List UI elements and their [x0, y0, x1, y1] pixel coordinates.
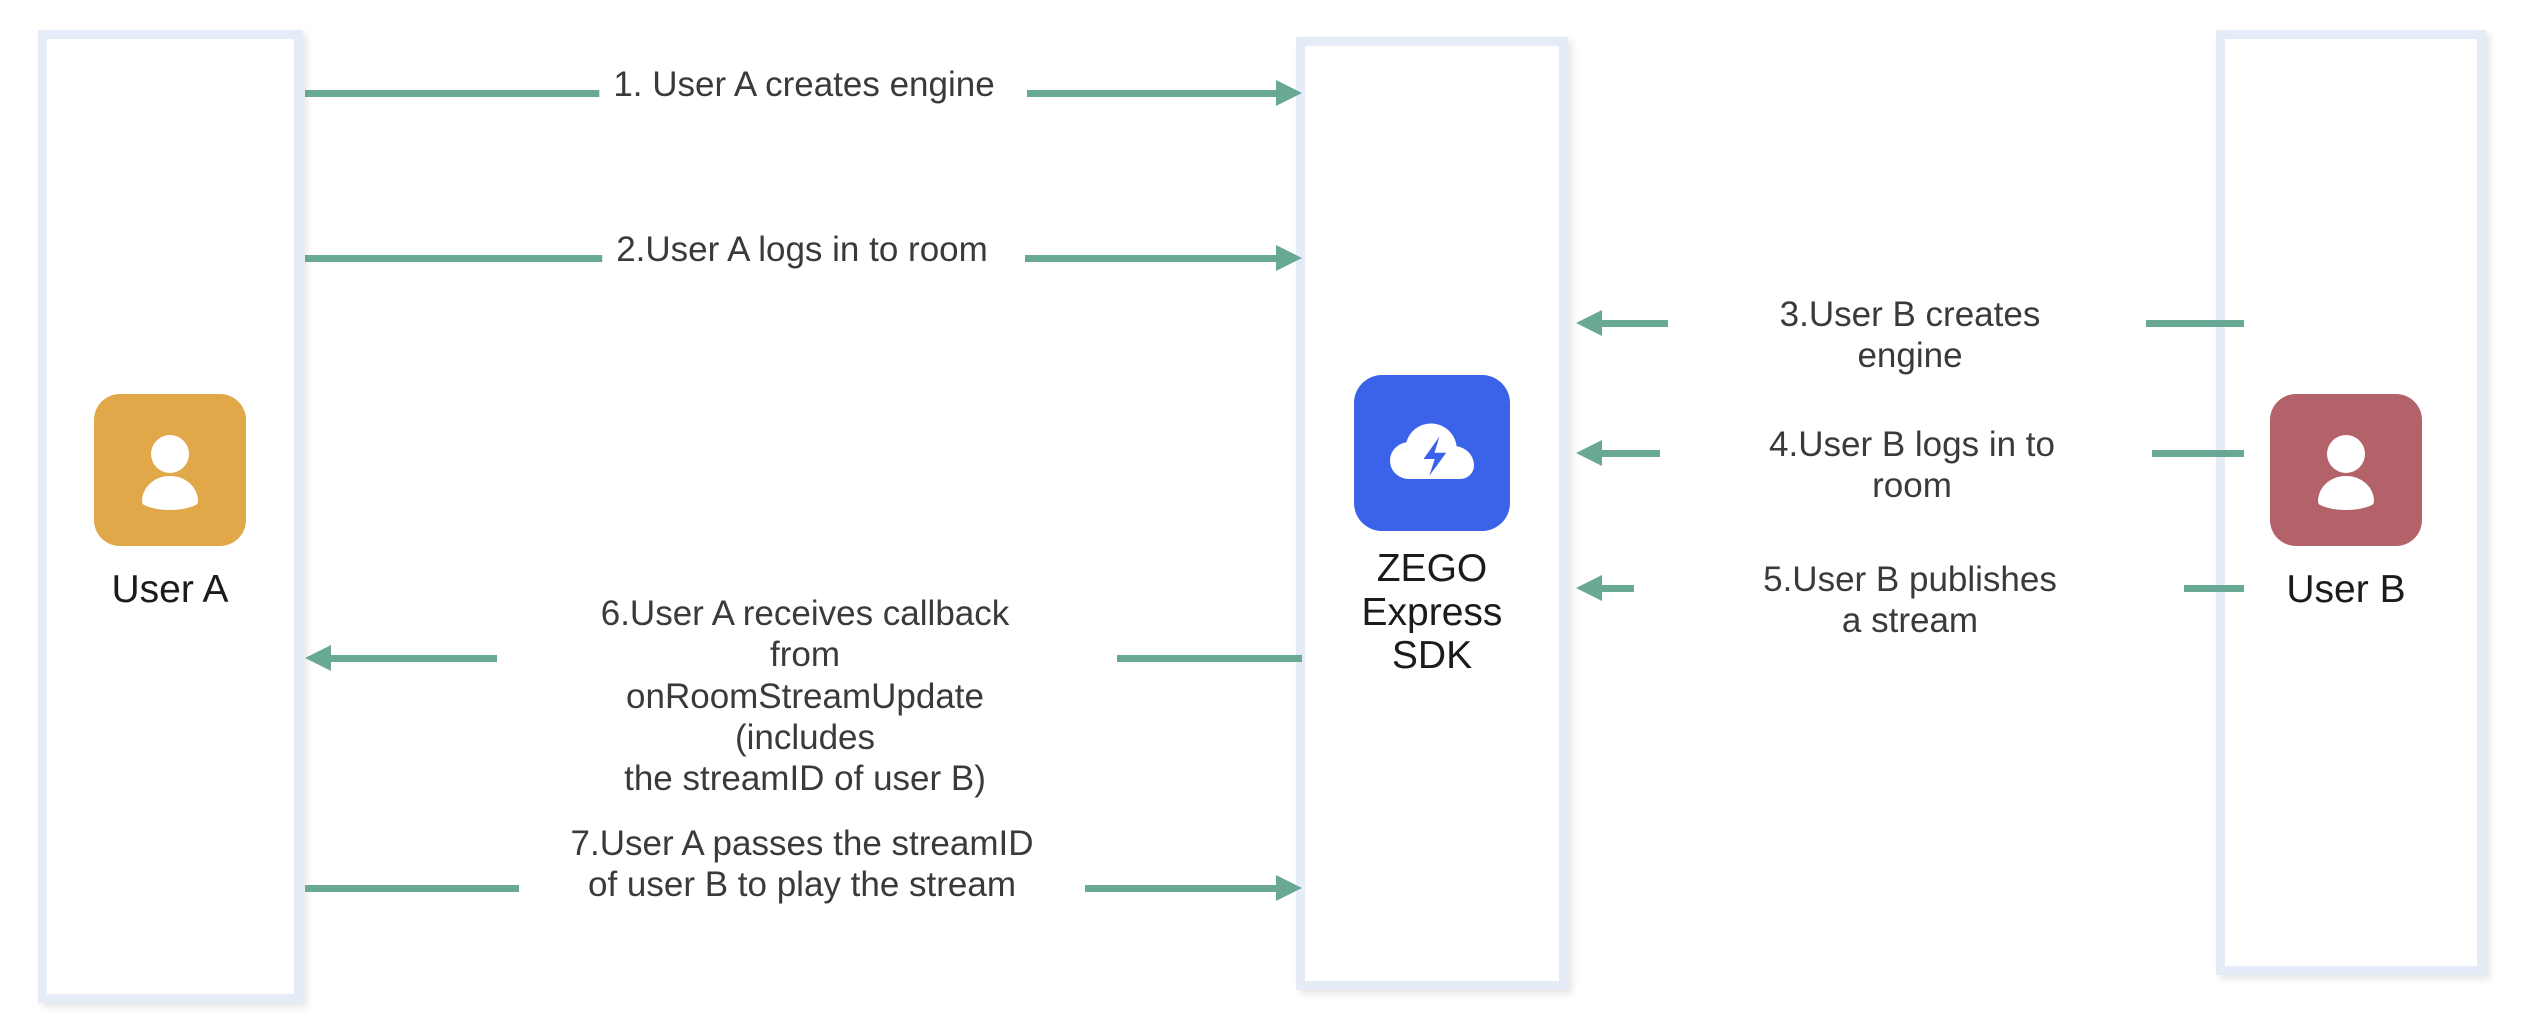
participant-user-a: User A [94, 394, 246, 615]
message-6-line-left [331, 655, 497, 662]
message-2-line-left [305, 255, 688, 262]
message-4-arrowhead [1576, 440, 1602, 466]
message-3-line-right [2146, 320, 2244, 327]
message-3-label: 3.User B creates engine [1743, 294, 2077, 377]
user-a-label: User A [111, 568, 229, 611]
message-7-label: 7.User A passes the streamID of user B t… [556, 823, 1048, 906]
message-7-line-left [305, 885, 519, 892]
message-7-line-right [1085, 885, 1276, 892]
zego-label: ZEGO Express SDK [1361, 547, 1503, 678]
message-1-line-right [1027, 90, 1276, 97]
message-2-arrowhead [1276, 245, 1302, 271]
message-6-label: 6.User A receives callback from onRoomSt… [556, 593, 1054, 800]
message-5-line-left [1602, 585, 1634, 592]
zego-logo [1354, 375, 1510, 531]
message-1-line-left [305, 90, 702, 97]
message-6-arrowhead [305, 645, 331, 671]
message-7-arrowhead [1276, 875, 1302, 901]
message-5-arrowhead [1576, 575, 1602, 601]
message-1-label: 1. User A creates engine [599, 64, 1009, 106]
message-5-line-right [2184, 585, 2244, 592]
user-a-avatar [94, 394, 246, 546]
user-b-label: User B [2286, 568, 2406, 611]
message-4-line-left [1602, 450, 1660, 457]
message-3-line-left [1602, 320, 1668, 327]
message-1-arrowhead [1276, 80, 1302, 106]
cloud-lightning-icon [1376, 397, 1488, 509]
message-3-arrowhead [1576, 310, 1602, 336]
message-6-line-right [1117, 655, 1302, 662]
message-4-label: 4.User B logs in to room [1746, 424, 2078, 507]
participant-zego-express-sdk: ZEGO Express SDK [1336, 375, 1528, 678]
message-5-label: 5.User B publishes a stream [1743, 559, 2077, 642]
message-2-line-right [1025, 255, 1276, 262]
user-b-avatar [2270, 394, 2422, 546]
participant-user-b: User B [2270, 394, 2422, 615]
person-avatar-icon [122, 422, 218, 518]
person-avatar-icon [2298, 422, 2394, 518]
message-4-line-right [2152, 450, 2244, 457]
message-2-label: 2.User A logs in to room [602, 229, 1002, 271]
